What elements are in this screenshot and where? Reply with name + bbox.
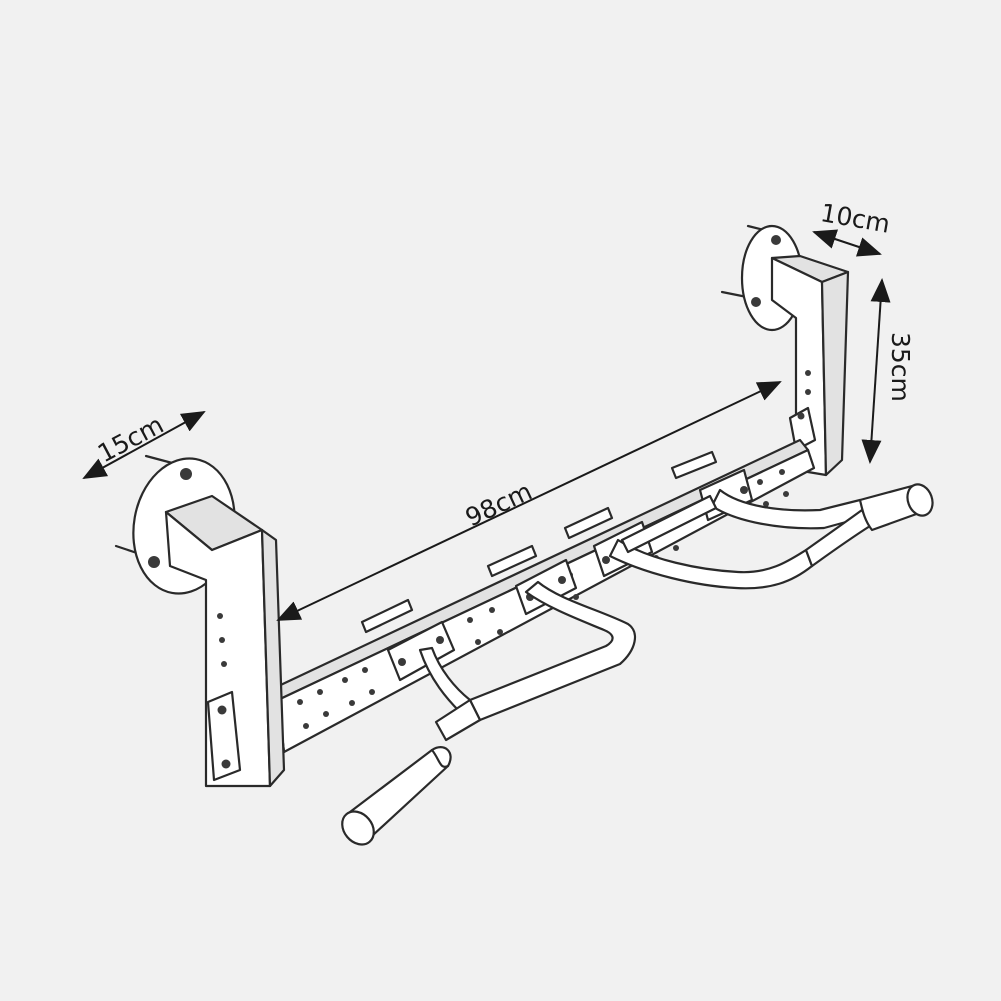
dimension-lines (82, 229, 891, 621)
height-arrow (861, 278, 891, 464)
length-arrow (276, 381, 782, 621)
left-bracket (164, 494, 286, 788)
back-handle (608, 483, 934, 590)
length-label: 98cm (461, 477, 537, 533)
depth-left-arrow (82, 411, 206, 479)
height-label: 35cm (886, 332, 915, 402)
depth-right-arrow (812, 229, 882, 257)
right-bracket (770, 254, 850, 477)
depth-right-label: 10cm (818, 198, 892, 239)
